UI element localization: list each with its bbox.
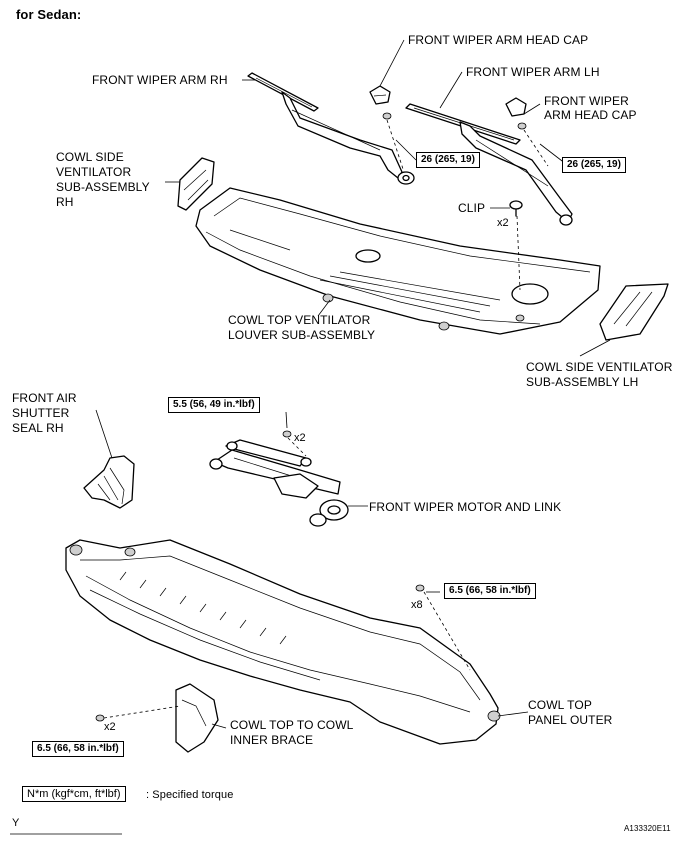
footer-mark: Y <box>12 817 20 829</box>
cowl-top-ventilator-louver-drawing <box>195 187 601 335</box>
cowl-top-to-cowl-inner-brace-drawing <box>95 683 219 753</box>
cowl-side-ventilator-lh-drawing <box>599 283 669 341</box>
front-wiper-arm-head-cap-lh-drawing <box>505 97 527 117</box>
label-motor-link: FRONT WIPER MOTOR AND LINK <box>369 500 562 514</box>
front-wiper-arm-lh-drawing <box>405 103 573 226</box>
torque-arm-rh: 26 (265, 19) <box>416 152 480 168</box>
label-cowl-side-rh-3: SUB-ASSEMBLY <box>56 180 150 194</box>
cowl-top-panel-outer-drawing <box>65 539 501 745</box>
label-louver-2: LOUVER SUB-ASSEMBLY <box>228 328 376 342</box>
label-panel-outer-1: COWL TOP <box>528 698 592 712</box>
front-wiper-arm-rh-drawing <box>247 72 415 185</box>
label-cowl-side-lh-1: COWL SIDE VENTILATOR <box>526 360 673 374</box>
leader-lines <box>95 39 611 729</box>
torque-panel: 6.5 (66, 58 in.*lbf) <box>444 583 536 599</box>
front-wiper-arm-head-cap-rh-drawing <box>369 85 391 105</box>
label-cowl-side-lh-2: SUB-ASSEMBLY LH <box>526 375 639 389</box>
label-head-cap-rh: FRONT WIPER ARM HEAD CAP <box>408 33 589 47</box>
label-air-shutter-3: SEAL RH <box>12 421 64 435</box>
count-brace: x2 <box>104 721 116 733</box>
front-wiper-motor-and-link-drawing <box>209 430 349 527</box>
label-air-shutter-1: FRONT AIR <box>12 391 77 405</box>
torque-motor: 5.5 (56, 49 in.*lbf) <box>168 397 260 413</box>
clip-drawing <box>509 200 523 217</box>
label-cowl-side-rh-1: COWL SIDE <box>56 150 124 164</box>
label-louver-1: COWL TOP VENTILATOR <box>228 313 371 327</box>
label-brace-1: COWL TOP TO COWL <box>230 718 354 732</box>
label-cowl-side-rh-4: RH <box>56 195 74 209</box>
front-air-shutter-seal-rh-drawing <box>83 455 135 509</box>
legend-text: : Specified torque <box>146 789 234 801</box>
label-air-shutter-2: SHUTTER <box>12 406 70 420</box>
count-clip: x2 <box>497 217 509 229</box>
label-clip: CLIP <box>458 201 486 215</box>
count-motor: x2 <box>294 432 306 444</box>
label-head-cap-lh-2: ARM HEAD CAP <box>544 108 637 122</box>
cowl-side-ventilator-rh-drawing <box>177 157 215 211</box>
label-head-cap-lh-1: FRONT WIPER <box>544 94 629 108</box>
torque-brace: 6.5 (66, 58 in.*lbf) <box>32 741 124 757</box>
torque-arm-lh: 26 (265, 19) <box>562 157 626 173</box>
label-panel-outer-2: PANEL OUTER <box>528 713 613 727</box>
label-wiper-arm-lh: FRONT WIPER ARM LH <box>466 65 600 79</box>
label-brace-2: INNER BRACE <box>230 733 314 747</box>
variant-label: for Sedan: <box>16 7 82 22</box>
label-wiper-arm-rh: FRONT WIPER ARM RH <box>92 73 228 87</box>
count-panel: x8 <box>411 599 423 611</box>
label-cowl-side-rh-2: VENTILATOR <box>56 165 132 179</box>
legend-unit-box: N*m (kgf*cm, ft*lbf) <box>22 786 126 802</box>
figure-code: A133320E11 <box>624 824 671 833</box>
